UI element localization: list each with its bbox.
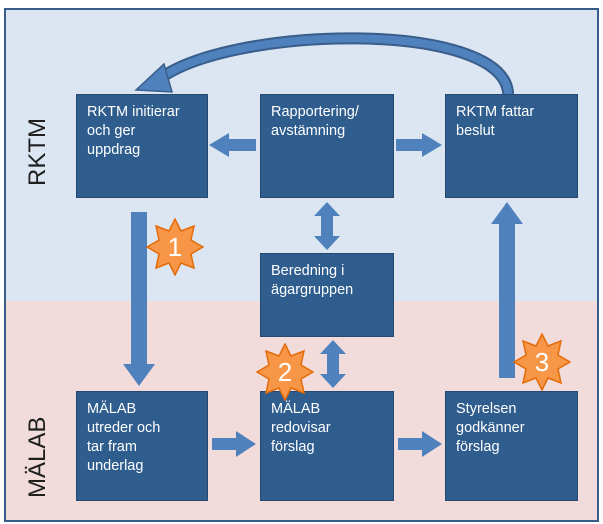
- box-reporting: Rapportering/ avstämning: [260, 94, 394, 198]
- arrow-reporting-to-initiates: [209, 133, 256, 157]
- box-malab-investigates: MÄLAB utreder och tar fram underlag: [76, 391, 208, 501]
- arrow-approves-to-decides: [491, 202, 523, 378]
- star-burst-icon: [513, 333, 571, 391]
- star-burst-icon: [256, 343, 314, 401]
- step-badge-2: 2: [256, 343, 314, 401]
- step-number-1: 1: [167, 232, 183, 262]
- box-rktm-initiates: RKTM initierar och ger uppdrag: [76, 94, 208, 198]
- curved-return-arrow: [152, 32, 514, 98]
- step-badge-3: 3: [513, 333, 571, 391]
- curved-return-arrow: [154, 34, 512, 96]
- curved-return-arrowhead: [134, 62, 174, 93]
- arrow-investigates-to-presents: [212, 431, 256, 457]
- arrow-preparation-presents: [320, 340, 346, 388]
- arrow-reporting-to-decides: [396, 133, 442, 157]
- box-board-approves: Styrelsen godkänner förslag: [445, 391, 578, 501]
- arrow-reporting-preparation: [314, 202, 340, 250]
- step-number-3: 3: [534, 347, 550, 377]
- step-number-2: 2: [277, 357, 293, 387]
- arrow-presents-to-approves: [398, 431, 442, 457]
- star-burst-icon: [146, 218, 204, 276]
- box-rktm-decides: RKTM fattar beslut: [445, 94, 578, 198]
- box-preparation: Beredning i ägargruppen: [260, 253, 394, 337]
- arrow-initiates-to-investigates: [123, 212, 155, 386]
- step-badge-1: 1: [146, 218, 204, 276]
- box-malab-presents: MÄLAB redovisar förslag: [260, 391, 394, 501]
